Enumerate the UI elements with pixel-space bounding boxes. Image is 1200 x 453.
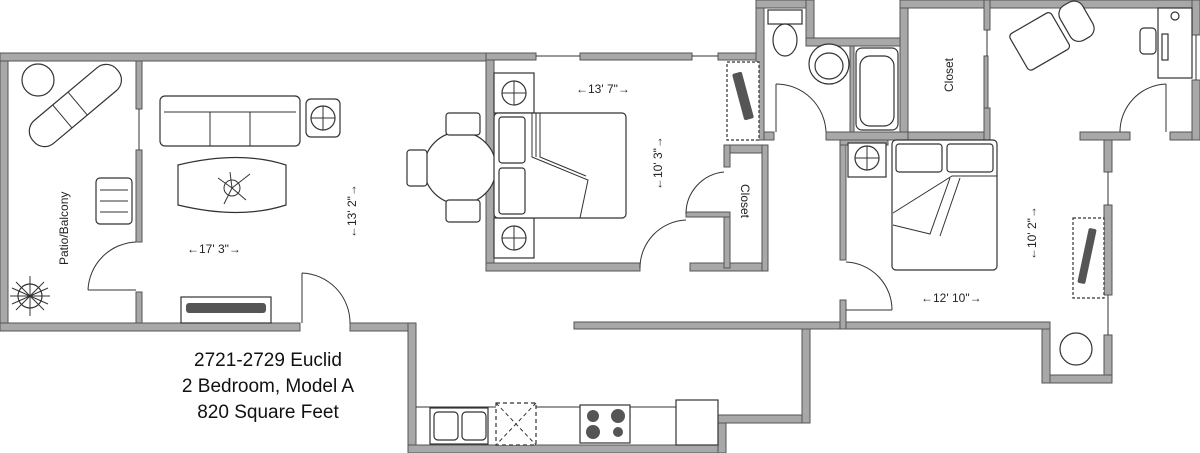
sofa — [159, 95, 301, 147]
room-labels: Patio/Balcony ←17' 3"→ ←13' 2"→ ←13' 7"→… — [57, 57, 1039, 305]
address-text: 2721-2729 Euclid — [194, 350, 342, 371]
bedroom-1-furniture — [493, 61, 760, 259]
armchair — [1009, 12, 1071, 71]
plant-icon — [217, 171, 251, 205]
bedroom2-depth-dim: ←10' 2"→ — [1025, 206, 1039, 260]
unit-caption: 2721-2729 Euclid 2 Bedroom, Model A 820 … — [150, 348, 386, 426]
plant-icon — [10, 276, 50, 316]
bedroom2-width-dim: ←12' 10"→ — [921, 291, 982, 305]
refrigerator — [675, 399, 719, 446]
closet-2-label: Closet — [942, 57, 956, 92]
bedroom1-depth-dim: ←10' 3"→ — [651, 136, 665, 190]
living-depth-dim: ←13' 2"→ — [345, 184, 359, 238]
study-furniture — [1009, 0, 1193, 79]
plant — [1059, 332, 1093, 366]
living-room-furniture — [159, 95, 497, 324]
closet-1-label: Closet — [738, 184, 752, 219]
kitchen-fixtures — [416, 399, 719, 446]
toilet — [772, 23, 798, 57]
living-width-dim: ←17' 3"→ — [187, 242, 241, 256]
patio-label: Patio/Balcony — [57, 192, 71, 265]
dining-table — [423, 131, 497, 205]
bathroom-fixtures — [767, 9, 899, 131]
toilet-tank — [767, 9, 803, 25]
windows — [138, 30, 1197, 335]
patio-furniture — [10, 63, 133, 316]
bedroom1-width-dim: ←13' 7"→ — [576, 82, 630, 96]
unit-type-text: 2 Bedroom, Model A — [181, 376, 355, 397]
doors — [87, 83, 1167, 324]
area-text: 820 Square Feet — [197, 402, 339, 423]
bedroom-2-furniture — [847, 139, 1105, 366]
